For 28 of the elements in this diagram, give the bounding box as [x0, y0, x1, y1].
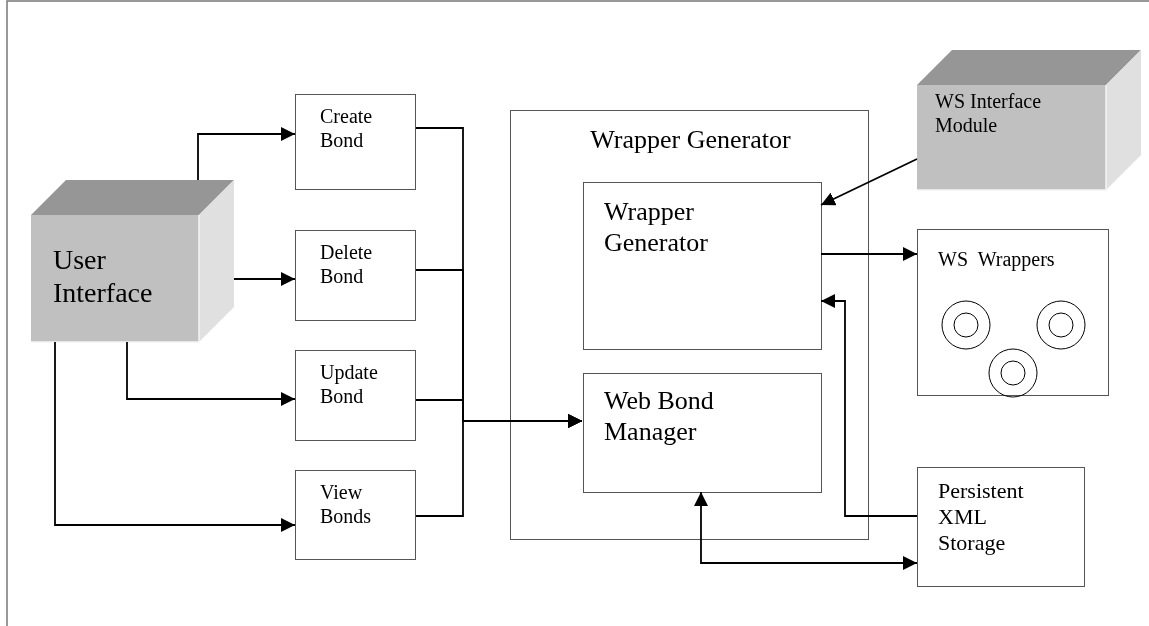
node-label: Delete Bond: [320, 241, 374, 289]
node-label: WS Wrappers: [938, 248, 1056, 272]
module-box: [583, 182, 822, 350]
node-label: User Interface: [53, 243, 154, 310]
node-label: Wrapper Generator: [604, 197, 709, 259]
process-box: [295, 350, 416, 441]
node-label: Update Bond: [320, 361, 379, 409]
arrow: [54, 341, 296, 532]
arrow: [820, 294, 918, 517]
container-box: [510, 110, 869, 540]
process-box: [295, 230, 416, 321]
process-box: [295, 94, 416, 190]
arrow: [126, 341, 296, 406]
arrow: [820, 158, 918, 206]
container-title: Wrapper Generator: [589, 125, 792, 156]
storage-box: [917, 467, 1085, 587]
module-box: [583, 373, 822, 493]
node-label: WS Interface Module: [935, 90, 1043, 138]
output-box: [917, 229, 1109, 396]
node-label: Web Bond Manager: [604, 386, 715, 448]
arrow: [233, 272, 296, 286]
process-box: [295, 470, 416, 560]
arrow: [415, 414, 583, 517]
arrow: [820, 247, 918, 261]
arrow: [694, 491, 918, 570]
node-label: Create Bond: [320, 105, 374, 153]
node-label: View Bonds: [320, 481, 373, 529]
node-label: Persistent XML Storage: [938, 478, 1025, 556]
